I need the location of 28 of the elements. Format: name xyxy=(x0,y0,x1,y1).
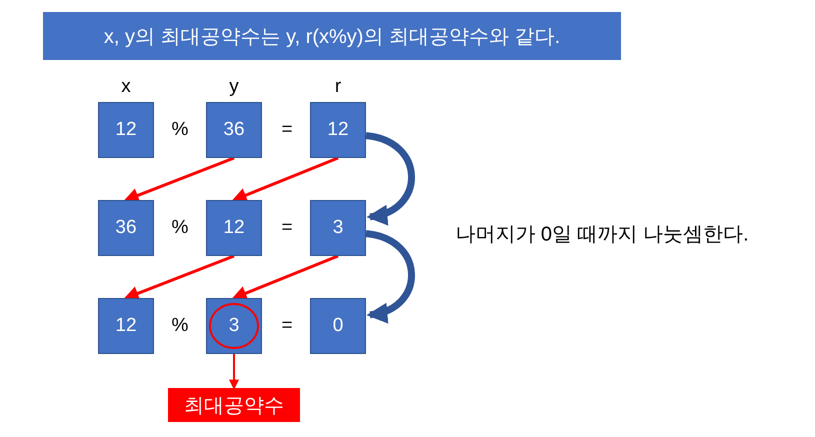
curved-arrow xyxy=(365,230,415,322)
operator-symbol: = xyxy=(281,315,293,337)
title-banner: x, y의 최대공약수는 y, r(x%y)의 최대공약수와 같다. xyxy=(43,12,621,60)
result-box: 최대공약수 xyxy=(168,388,300,422)
number-box: 12 xyxy=(98,298,154,354)
leader-arrow xyxy=(229,354,239,390)
number-box: 0 xyxy=(310,298,366,354)
note-text: 나머지가 0일 때까지 나눗셈한다. xyxy=(455,222,749,248)
number-box: 12 xyxy=(98,102,154,158)
number-box: 12 xyxy=(206,200,262,256)
number-box: 36 xyxy=(206,102,262,158)
column-label: x xyxy=(121,76,131,98)
number-box: 3 xyxy=(206,298,262,354)
number-box: 3 xyxy=(310,200,366,256)
curved-arrow xyxy=(365,132,415,224)
operator-symbol: % xyxy=(172,217,188,239)
arrow xyxy=(232,156,339,202)
column-label: r xyxy=(334,76,342,98)
number-box: 36 xyxy=(98,200,154,256)
number-box: 12 xyxy=(310,102,366,158)
column-label: y xyxy=(229,76,239,98)
arrow xyxy=(232,254,339,300)
operator-symbol: % xyxy=(172,315,188,337)
operator-symbol: = xyxy=(281,217,293,239)
operator-symbol: = xyxy=(281,119,293,141)
arrow xyxy=(124,254,235,300)
operator-symbol: % xyxy=(172,119,188,141)
arrow xyxy=(124,156,235,202)
